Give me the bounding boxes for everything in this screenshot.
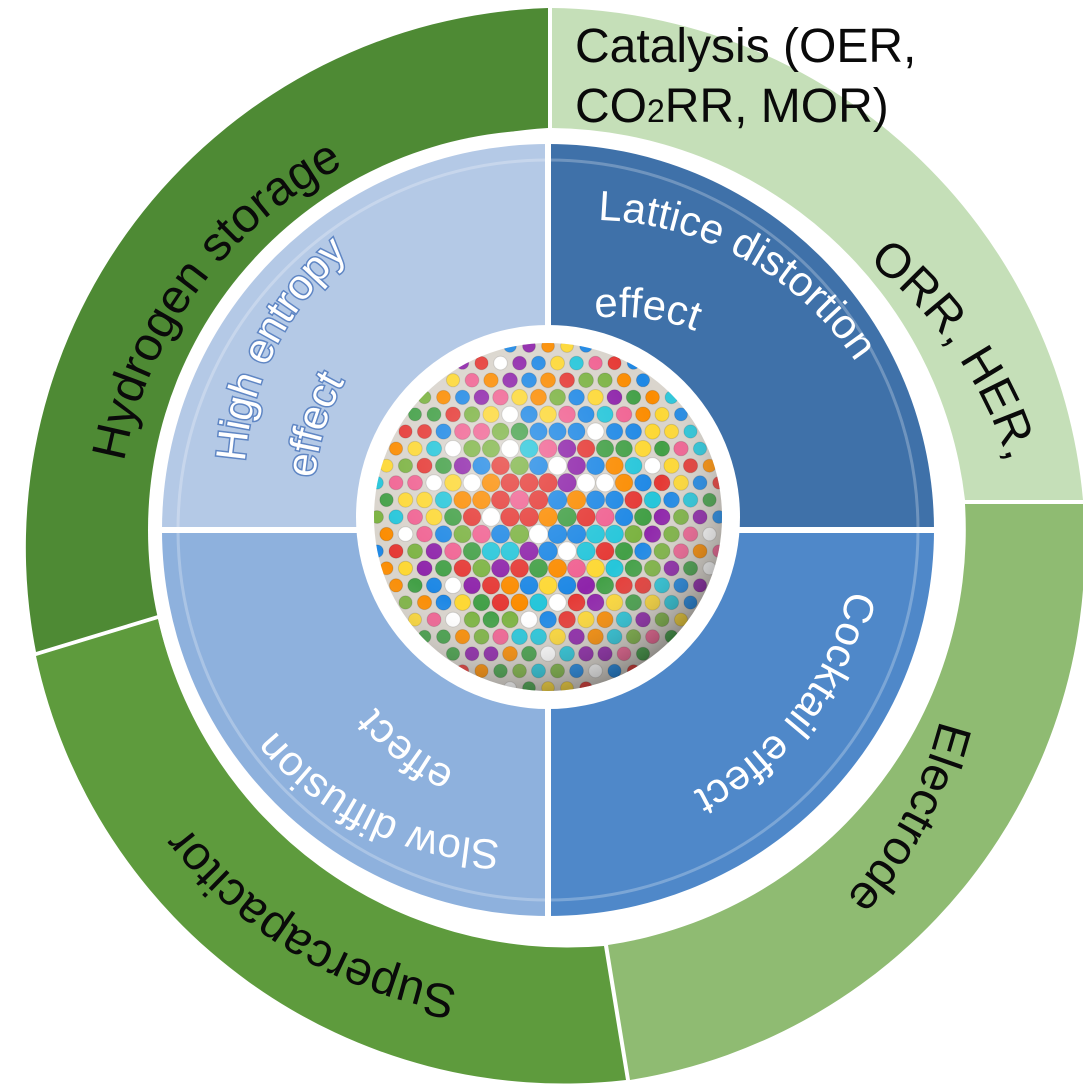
label-catalysis-line1: Catalysis (OER, [575, 20, 916, 73]
segment-catalysis [552, 8, 1083, 500]
segment-supercapacitor [36, 619, 626, 1084]
label-catalysis-line2: CO2RR, MOR) [575, 80, 889, 133]
high-entropy-alloy-particle-icon [374, 343, 722, 691]
segment-electrode [608, 504, 1083, 1080]
outer-ring [25, 8, 1083, 1084]
segment-hydrogen-storage [25, 8, 549, 652]
